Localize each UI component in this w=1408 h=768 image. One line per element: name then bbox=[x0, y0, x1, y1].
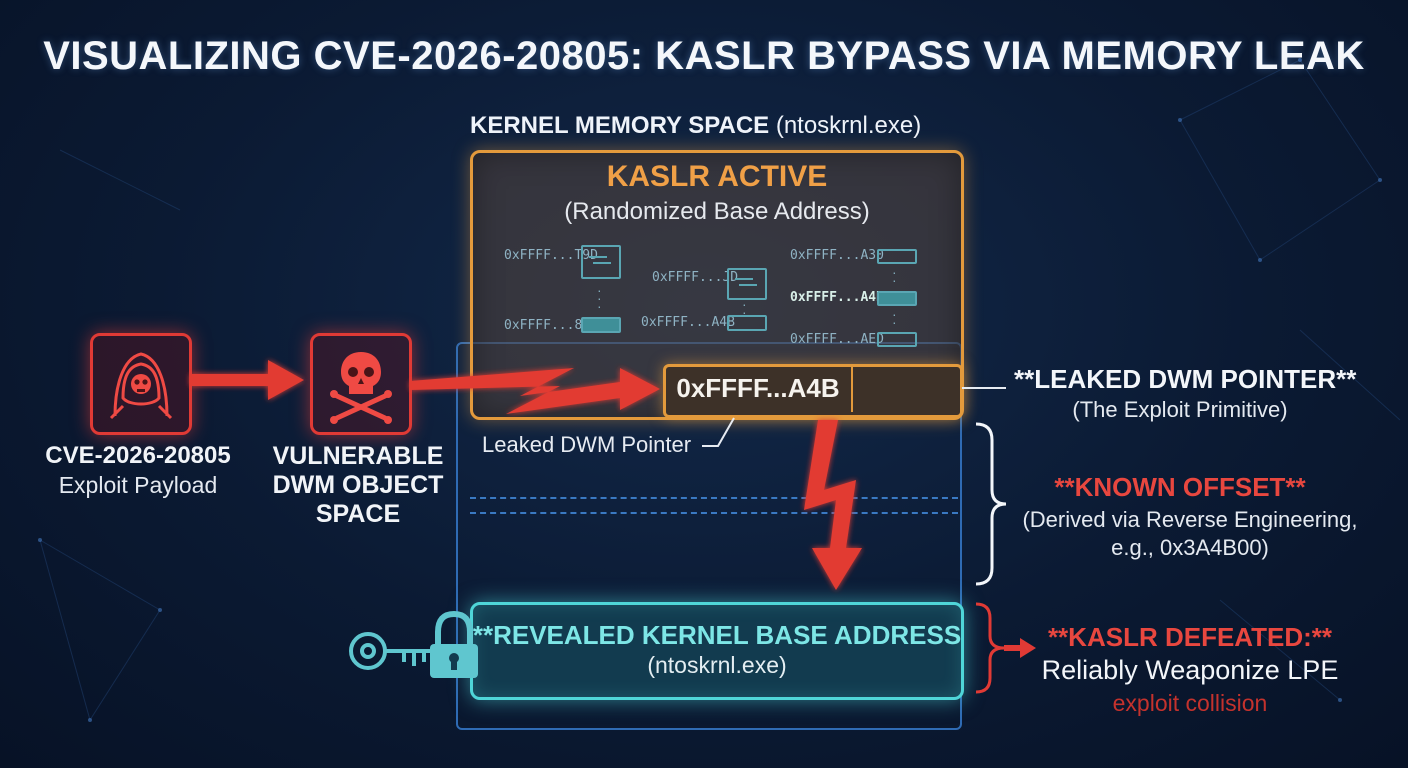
hacker-icon bbox=[109, 352, 173, 420]
page-title: VISUALIZING CVE-2026-20805: KASLR BYPASS… bbox=[43, 34, 1365, 78]
payload-subtitle: Exploit Payload bbox=[58, 472, 218, 498]
exploit-payload-box bbox=[90, 333, 192, 435]
memory-gap-dots: ·· bbox=[892, 264, 897, 288]
kaslr-defeated-subheading: Reliably Weaponize LPE bbox=[1041, 655, 1339, 685]
kaslr-defeated-heading: **KASLR DEFEATED:** bbox=[1047, 622, 1333, 652]
known-offset-detail-line1: (Derived via Reverse Engineering, bbox=[1022, 507, 1358, 532]
revealed-base-title: **REVEALED KERNEL BASE ADDRESS bbox=[472, 620, 962, 650]
memory-address: 0xFFFF...AED bbox=[790, 332, 884, 347]
dwm-label-line1: VULNERABLE bbox=[272, 442, 444, 470]
kernel-memory-label-paren: (ntoskrnl.exe) bbox=[775, 112, 922, 139]
leaked-pointer-divider bbox=[851, 366, 853, 412]
memory-slot bbox=[727, 315, 767, 331]
memory-address: 0xFFFF...A30 bbox=[790, 248, 884, 263]
arrow-to-defeated bbox=[1004, 638, 1036, 658]
payload-title: CVE-2026-20805 bbox=[45, 442, 231, 469]
memory-slot-leaked bbox=[877, 291, 917, 306]
memory-slot bbox=[877, 332, 917, 347]
offset-bracket bbox=[975, 422, 1007, 586]
dwm-object-box bbox=[310, 333, 412, 435]
offset-divider-top bbox=[470, 497, 958, 499]
arrow-leak-to-base bbox=[804, 420, 862, 590]
memory-address: 0xFFFF...JD bbox=[652, 270, 739, 285]
skull-crossbones-icon bbox=[330, 352, 392, 424]
known-offset-heading: **KNOWN OFFSET** bbox=[1054, 472, 1306, 502]
memory-gap-dots: ·· bbox=[892, 306, 897, 330]
memory-gap-dots: ··· bbox=[597, 282, 602, 314]
leaked-pointer-heading: **LEAKED DWM POINTER** bbox=[1014, 364, 1357, 394]
leaked-pointer-caption: Leaked DWM Pointer bbox=[482, 432, 692, 457]
memory-address: 0xFFFF...T9D bbox=[504, 248, 598, 263]
revealed-base-box bbox=[470, 602, 964, 700]
padlock-icon bbox=[430, 610, 478, 678]
memory-address: 0xFFFF...A4B bbox=[641, 315, 735, 330]
arrow-dwm-to-leak bbox=[410, 368, 660, 414]
arrow-payload-to-dwm bbox=[190, 360, 304, 400]
leaked-pointer-subheading: (The Exploit Primitive) bbox=[1072, 397, 1288, 422]
dwm-label-line3: SPACE bbox=[315, 500, 401, 528]
kaslr-active-subtitle: (Randomized Base Address) bbox=[564, 198, 870, 225]
memory-slot bbox=[581, 245, 621, 279]
leaked-pointer-box bbox=[663, 364, 963, 418]
memory-gap-dots: ·· bbox=[742, 296, 747, 320]
memory-address: 0xFFFF...840 bbox=[504, 318, 598, 333]
leaked-pointer-address: 0xFFFF...A4B bbox=[676, 373, 840, 403]
kernel-memory-label: KERNEL MEMORY SPACE (ntoskrnl.exe) bbox=[470, 112, 950, 140]
kaslr-defeated-note: exploit collision bbox=[1112, 690, 1268, 716]
kernel-memory-label-bold: KERNEL MEMORY SPACE bbox=[470, 112, 770, 139]
dwm-label-line2: DWM OBJECT bbox=[272, 471, 444, 499]
leaked-caption-connector bbox=[702, 417, 735, 447]
key-icon bbox=[349, 632, 430, 670]
memory-address-highlighted: 0xFFFF...A4B bbox=[790, 290, 884, 305]
offset-divider-bottom bbox=[470, 512, 958, 514]
known-offset-detail-line2: e.g., 0x3A4B00) bbox=[1111, 535, 1269, 560]
memory-slot bbox=[581, 317, 621, 333]
defeated-bracket bbox=[975, 602, 1005, 694]
memory-slot bbox=[727, 268, 767, 300]
memory-slot bbox=[877, 249, 917, 264]
kaslr-active-title: KASLR ACTIVE bbox=[606, 160, 828, 193]
revealed-base-subtitle: (ntoskrnl.exe) bbox=[647, 652, 787, 678]
